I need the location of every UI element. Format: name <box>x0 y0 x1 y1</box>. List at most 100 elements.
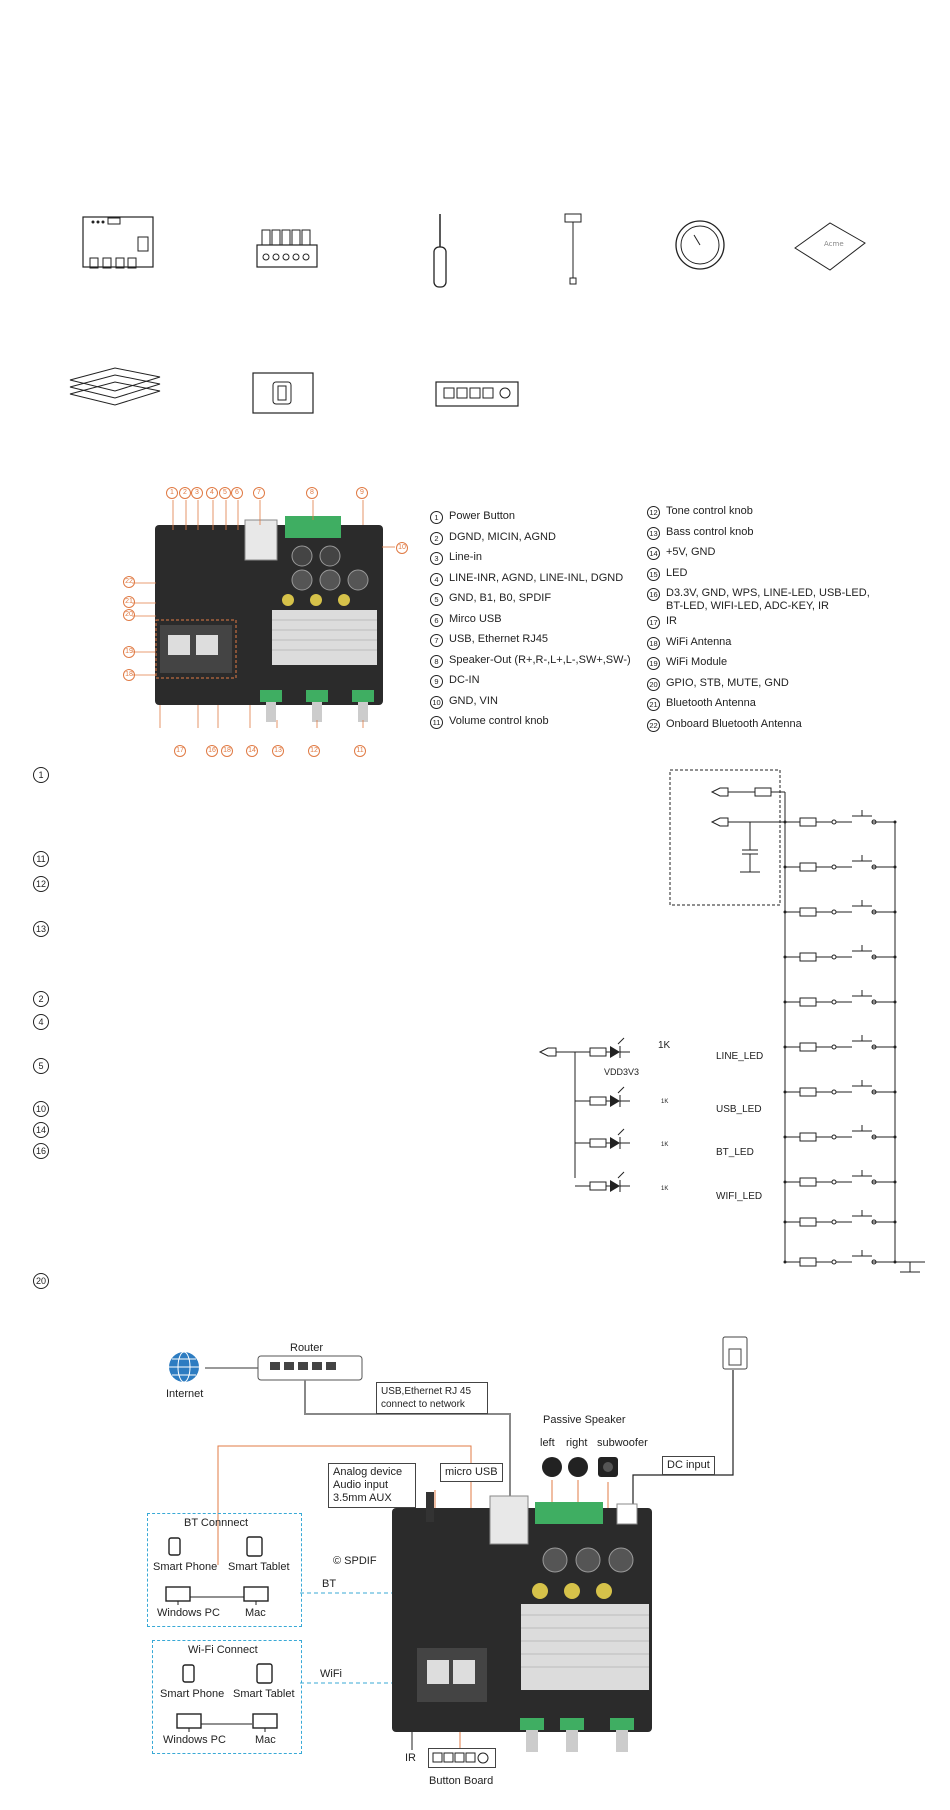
resistor <box>799 997 817 1007</box>
junction <box>783 910 787 914</box>
internet-label: Internet <box>166 1388 204 1400</box>
callout-3: 3 <box>191 487 203 499</box>
r1-label: 1K <box>658 1040 671 1051</box>
vdd-pin <box>538 1047 557 1057</box>
resistor <box>799 862 817 872</box>
resistor <box>799 907 817 917</box>
led-label-usb: USB_LED <box>716 1104 762 1115</box>
junction <box>893 1220 897 1224</box>
junction <box>893 1180 897 1184</box>
led-label-wifi: WIFI_LED <box>716 1191 763 1202</box>
wifi-connect-box <box>152 1640 302 1754</box>
right-speaker-label: right <box>566 1437 588 1449</box>
dc-input-box: DC input <box>662 1456 715 1475</box>
callout-5: 5 <box>219 487 231 499</box>
bt-pc-mac-link <box>190 1596 244 1598</box>
spdif-label: © SPDIF <box>333 1555 377 1567</box>
switch-contact <box>831 1089 837 1095</box>
callout-7: 7 <box>253 487 265 499</box>
button-ladder-schematic <box>538 769 925 1273</box>
list-number-14: 14 <box>33 1122 49 1138</box>
legend-text: D3.3V, GND, WPS, LINE-LED, USB-LED, BT-L… <box>666 587 870 612</box>
callout-12: 12 <box>308 745 320 757</box>
junction <box>893 865 897 869</box>
speaker-left-icon <box>542 1457 562 1477</box>
junction <box>783 1135 787 1139</box>
legend-text: WiFi Module <box>666 656 728 668</box>
junction <box>783 955 787 959</box>
callout-8: 8 <box>306 487 318 499</box>
switch-contact <box>831 954 837 960</box>
legend-text: IR <box>666 615 677 627</box>
copyright-icon: © <box>333 1555 342 1567</box>
legend-item: 15 LED <box>647 567 877 588</box>
micro-usb-box: micro USB <box>440 1463 503 1482</box>
legend-item: 8 Speaker-Out (R+,R-,L+,L-,SW+,SW-) <box>430 654 650 675</box>
legend-text: DGND, MICIN, AGND <box>449 530 556 543</box>
pads-icon <box>69 367 161 406</box>
wifi-windows-pc-label: Windows PC <box>163 1734 226 1746</box>
wifi-phone-icon <box>182 1664 195 1683</box>
junction <box>893 1090 897 1094</box>
switch-contact <box>871 819 877 825</box>
junction <box>783 1220 787 1224</box>
junction <box>783 1180 787 1184</box>
button-board-mini-icon <box>432 1752 489 1764</box>
switch-contact <box>871 1259 877 1265</box>
switch-contact <box>831 1134 837 1140</box>
legend-number: 14 <box>647 547 660 560</box>
legend-number: 8 <box>430 654 443 668</box>
bt-phone-icon <box>168 1537 181 1556</box>
legend-text: Mirco USB <box>449 612 502 625</box>
legend-number: 15 <box>647 567 660 581</box>
input-pin <box>710 817 729 827</box>
legend-text: Speaker-Out (R+,R-,L+,L-,SW+,SW-) <box>449 653 631 666</box>
r-label-bt: 1K <box>661 1142 669 1148</box>
list-number-13: 13 <box>33 921 49 937</box>
legend-text: WiFi Antenna <box>666 635 732 648</box>
resistor <box>799 1177 817 1187</box>
bt-line-label: BT <box>322 1578 337 1590</box>
resistor <box>799 1217 817 1227</box>
bt-mac-icon <box>243 1586 269 1605</box>
led-arrow <box>617 1171 625 1179</box>
legend-text: Power Button <box>449 510 516 522</box>
junction <box>783 1090 787 1094</box>
resistor <box>589 1047 607 1057</box>
legend-text: LED <box>666 566 688 579</box>
legend-number: 17 <box>647 616 660 629</box>
svg-text:Acme: Acme <box>824 240 844 248</box>
led-diode <box>610 1095 620 1107</box>
junction <box>893 910 897 914</box>
junction <box>893 1260 897 1264</box>
r-label-usb: 1K <box>661 1099 669 1105</box>
wifi-line-label: WiFi <box>320 1668 342 1680</box>
callout-11: 11 <box>354 745 366 757</box>
callout-18: 18 <box>123 669 135 681</box>
led-arrow <box>617 1128 625 1136</box>
legend-number: 4 <box>430 572 443 586</box>
legend-number: 5 <box>430 593 443 606</box>
input-pin <box>710 787 729 797</box>
legend-text: GND, VIN <box>449 694 498 707</box>
passive-speaker-label: Passive Speaker <box>543 1414 626 1426</box>
bt-mac-label: Mac <box>245 1607 266 1619</box>
legend-text: +5V, GND <box>666 546 716 558</box>
callout-9: 9 <box>356 487 368 499</box>
switch-contact <box>871 1089 877 1095</box>
legend-number: 7 <box>430 634 443 647</box>
switch-contact <box>871 999 877 1005</box>
switch-contact <box>831 999 837 1005</box>
power-plug-icon <box>722 1336 748 1370</box>
spdif-text: SPDIF <box>344 1555 377 1567</box>
legend-text: Bluetooth Antenna <box>666 697 756 709</box>
bt-windows-pc-label: Windows PC <box>157 1607 220 1619</box>
list-number-2: 2 <box>33 991 49 1007</box>
